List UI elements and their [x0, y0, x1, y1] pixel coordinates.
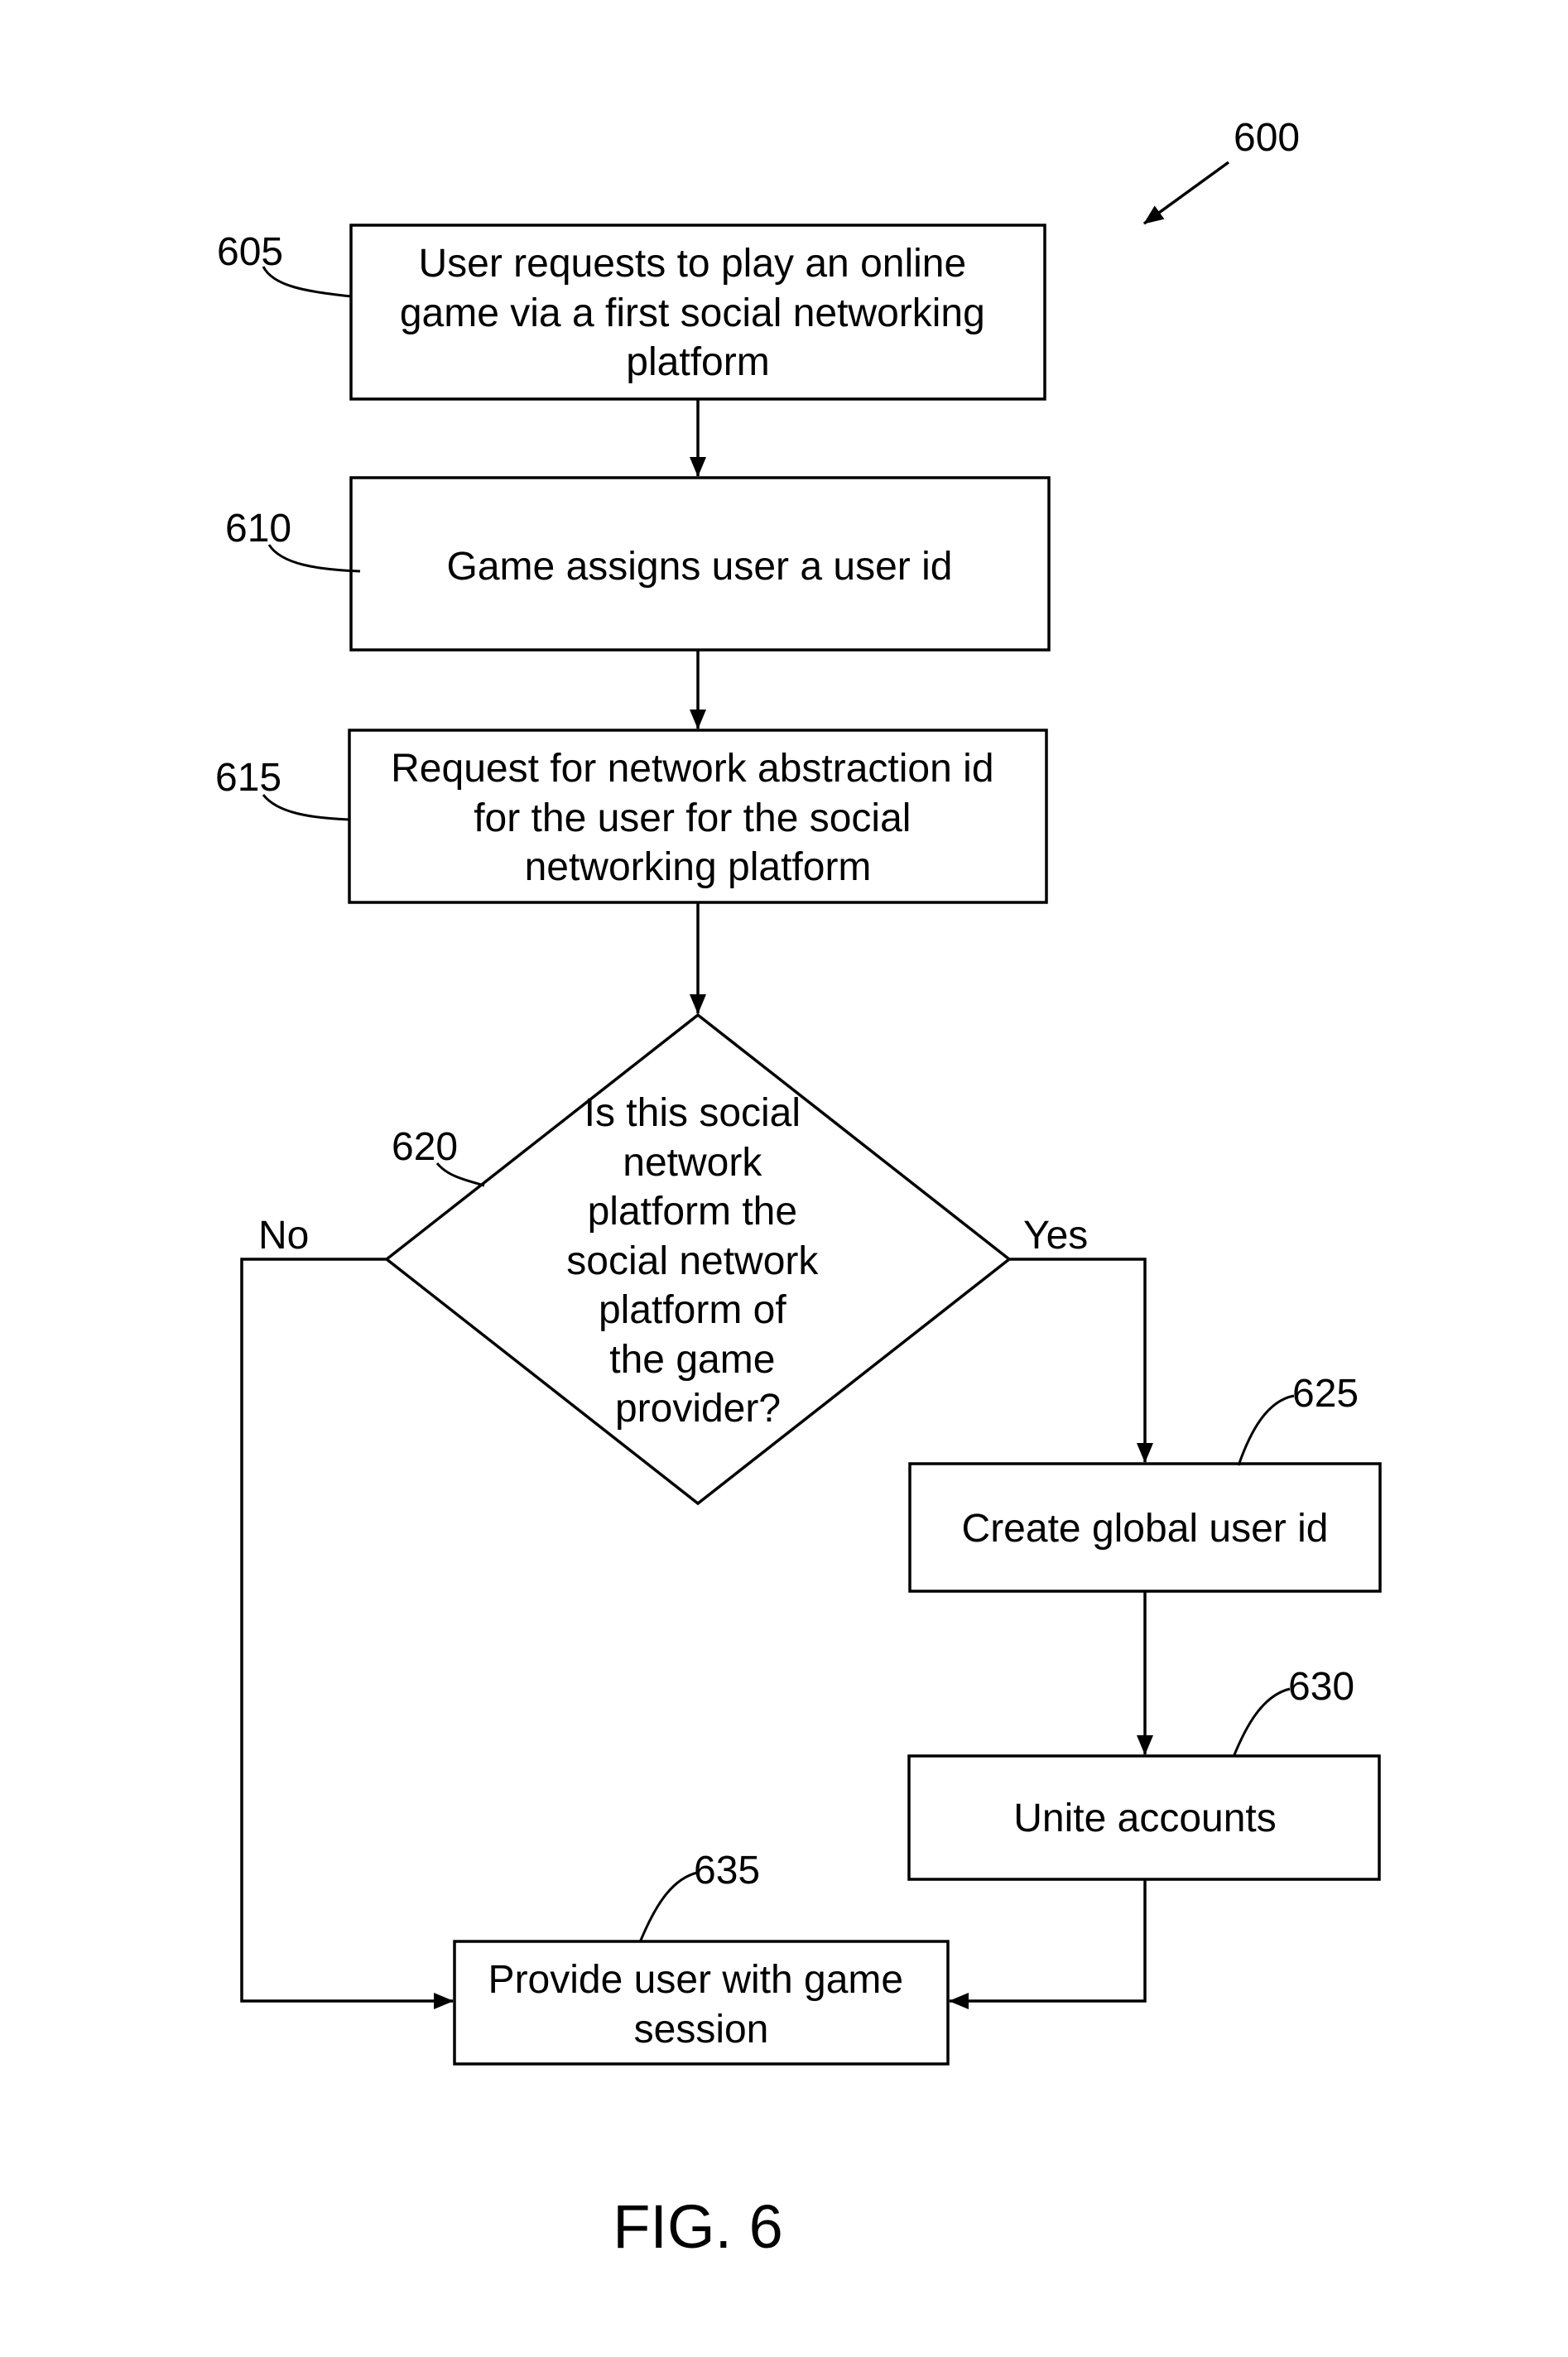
arrow-630-to-635: [950, 1879, 1145, 2001]
step-610-ref: 610: [225, 507, 291, 551]
figure-caption: FIG. 6: [613, 2192, 783, 2261]
step-620-line-2: network: [623, 1141, 762, 1185]
branch-no-label: No: [258, 1214, 309, 1258]
step-615: Request for network abstraction id for t…: [215, 730, 1046, 902]
step-620: Is this social network platform the soci…: [387, 1015, 1009, 1503]
step-610: Game assigns user a user id 610: [225, 478, 1049, 650]
step-610-text: Game assigns user a user id: [447, 545, 953, 589]
step-635-ref: 635: [694, 1849, 760, 1893]
step-635-leader: [640, 1873, 697, 1942]
step-620-line-3: platform the: [588, 1190, 797, 1234]
step-635-line-1: Provide user with game: [488, 1958, 904, 2002]
step-605: User requests to play an online game via…: [217, 225, 1045, 399]
figure-ref-arrow: [1144, 162, 1229, 224]
step-620-line-5: platform of: [599, 1288, 786, 1332]
step-610-line-1: Game assigns user a user id: [447, 545, 953, 589]
step-635-line-2: session: [634, 2008, 769, 2052]
step-620-line-7: provider?: [615, 1387, 781, 1431]
branch-yes-label: Yes: [1023, 1214, 1088, 1258]
step-620-ref: 620: [392, 1125, 458, 1169]
step-605-ref: 605: [217, 230, 283, 274]
step-615-line-3: networking platform: [525, 845, 872, 889]
step-630-line-1: Unite accounts: [1013, 1797, 1277, 1840]
step-625-line-1: Create global user id: [962, 1507, 1329, 1551]
step-605-line-2: game via a first social networking: [400, 291, 985, 335]
step-625-leader: [1239, 1396, 1294, 1465]
arrow-no-to-635: [242, 1259, 453, 2001]
step-605-line-3: platform: [626, 340, 769, 384]
step-630-text: Unite accounts: [1013, 1797, 1277, 1840]
arrow-yes-to-625: [1009, 1259, 1145, 1462]
step-615-line-2: for the user for the social: [474, 796, 911, 840]
step-605-line-1: User requests to play an online: [418, 242, 966, 286]
step-630-leader: [1234, 1689, 1290, 1757]
step-630-ref: 630: [1288, 1665, 1354, 1709]
step-620-line-4: social network: [566, 1239, 819, 1283]
figure-ref-label: 600: [1234, 116, 1300, 160]
step-615-ref: 615: [215, 756, 281, 800]
step-615-line-1: Request for network abstraction id: [391, 747, 993, 791]
step-625-ref: 625: [1292, 1372, 1359, 1416]
step-620-line-1: Is this social: [584, 1091, 801, 1135]
step-635: Provide user with game session 635: [455, 1849, 948, 2064]
step-625-text: Create global user id: [962, 1507, 1329, 1551]
step-620-line-6: the game: [609, 1338, 775, 1382]
